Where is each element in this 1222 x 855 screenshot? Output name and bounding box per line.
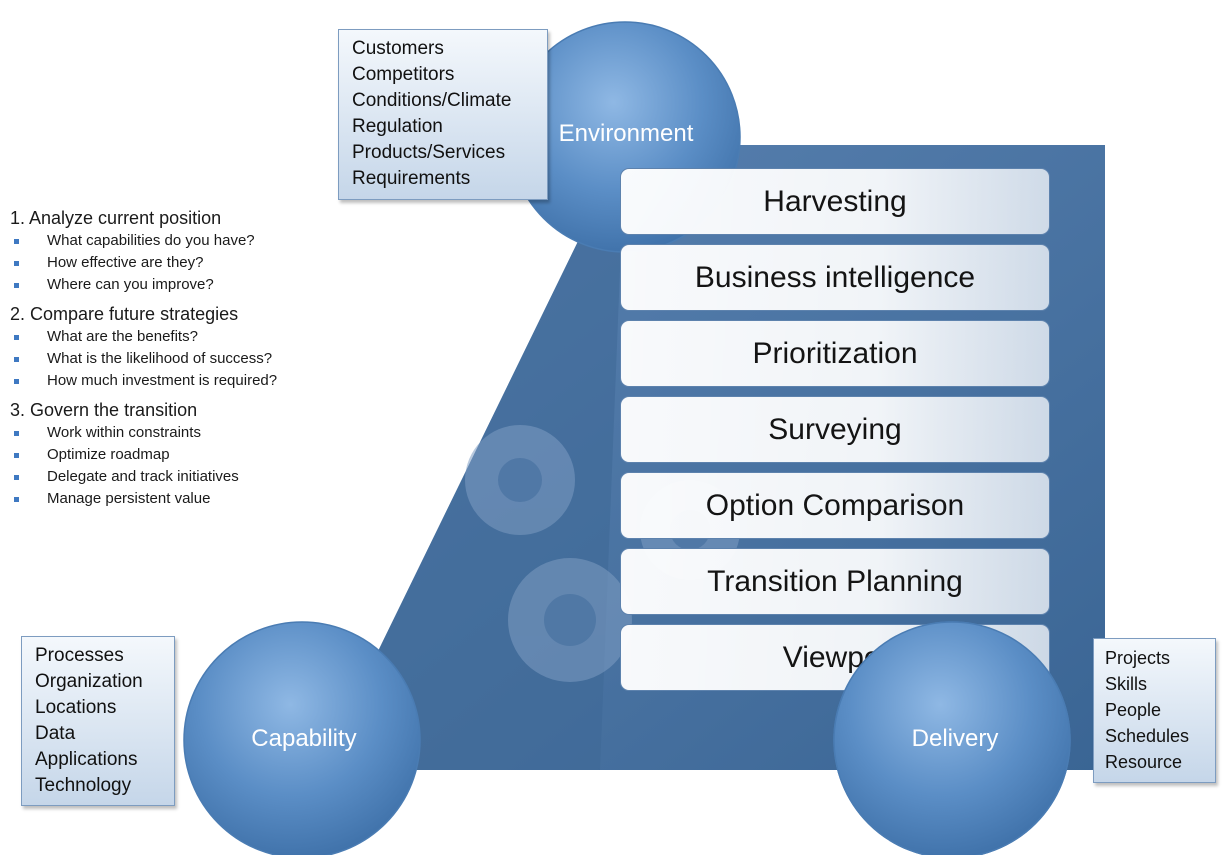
capability-factor: Processes: [35, 645, 124, 666]
environment-factor: Regulation: [352, 116, 443, 137]
step-label: Transition Planning: [707, 564, 963, 598]
capability-label: Capability: [251, 725, 357, 752]
phase-item: How much investment is required?: [10, 370, 355, 392]
step-transition-planning: Transition Planning: [620, 548, 1050, 615]
phase-item: Manage persistent value: [10, 488, 355, 510]
phase-item: Where can you improve?: [10, 274, 355, 296]
step-prioritization: Prioritization: [620, 320, 1050, 387]
phase-group: 1. Analyze current position What capabil…: [10, 207, 355, 296]
delivery-factor: Projects: [1105, 648, 1171, 668]
phase-item: What are the benefits?: [10, 326, 355, 348]
step-label: Harvesting: [763, 184, 907, 218]
phase-title: 1. Analyze current position: [10, 208, 222, 228]
step-harvesting: Harvesting: [620, 168, 1050, 235]
delivery-factor: Schedules: [1105, 726, 1190, 746]
phase-group: 2. Compare future strategies What are th…: [10, 303, 355, 392]
delivery-factors-box: Projects Skills People Schedules Resourc…: [1093, 638, 1216, 783]
phase-list: 1. Analyze current position What capabil…: [10, 207, 355, 517]
environment-factor: Conditions/Climate: [352, 90, 512, 111]
phase-title: 3. Govern the transition: [10, 400, 198, 420]
capability-factor: Applications: [35, 749, 138, 770]
step-label: Viewpoi: [782, 640, 888, 674]
phase-item: Work within constraints: [10, 422, 355, 444]
phase-group: 3. Govern the transition Work within con…: [10, 399, 355, 510]
environment-factor: Competitors: [352, 64, 455, 85]
environment-label: Environment: [558, 120, 694, 147]
environment-factors-box: Customers Competitors Conditions/Climate…: [338, 29, 548, 200]
step-surveying: Surveying: [620, 396, 1050, 463]
delivery-factor: People: [1105, 700, 1162, 720]
phase-item: Optimize roadmap: [10, 444, 355, 466]
step-label: Surveying: [768, 412, 902, 446]
capability-factors-box: Processes Organization Locations Data Ap…: [21, 636, 175, 806]
phase-title: 2. Compare future strategies: [10, 304, 239, 324]
environment-factor: Products/Services: [352, 142, 506, 163]
step-label: Prioritization: [752, 336, 918, 370]
delivery-factor: Skills: [1105, 674, 1148, 694]
step-option-comparison: Option Comparison: [620, 472, 1050, 539]
phase-item: What is the likelihood of success?: [10, 348, 355, 370]
capability-factor: Locations: [35, 697, 117, 718]
delivery-label: Delivery: [911, 725, 999, 752]
capability-factor: Organization: [35, 671, 143, 692]
phase-item: What capabilities do you have?: [10, 230, 355, 252]
environment-factor: Requirements: [352, 168, 471, 189]
step-label: Option Comparison: [705, 488, 965, 522]
capability-circle: [183, 621, 421, 855]
phase-item: How effective are they?: [10, 252, 355, 274]
capability-factor: Data: [35, 723, 76, 744]
step-viewpoints: Viewpoi: [620, 624, 1050, 691]
phase-item: Delegate and track initiatives: [10, 466, 355, 488]
delivery-factor: Resource: [1105, 752, 1183, 772]
step-label: Business intelligence: [694, 260, 976, 294]
capability-factor: Technology: [35, 775, 132, 796]
step-business-intelligence: Business intelligence: [620, 244, 1050, 311]
environment-factor: Customers: [352, 38, 444, 59]
